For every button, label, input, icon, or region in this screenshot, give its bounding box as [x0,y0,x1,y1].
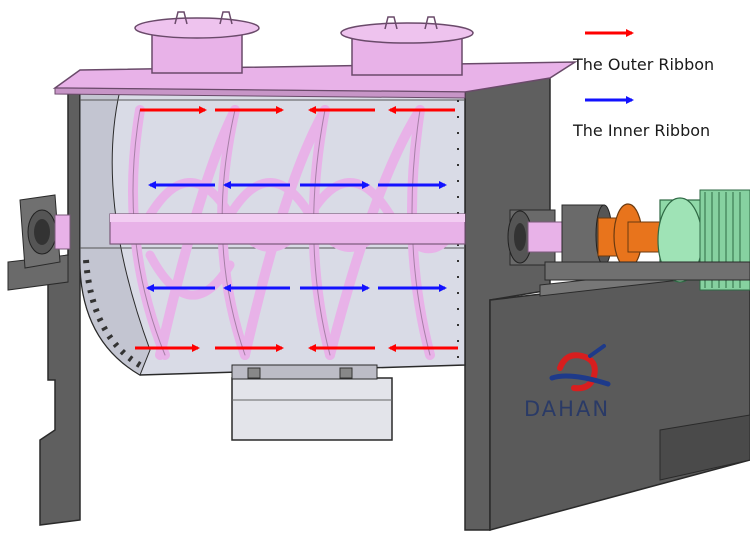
dahan-logo-icon [549,344,611,392]
right-support-frame [464,74,750,531]
top-cover [52,11,578,99]
brand-name: DAHAN [524,397,611,421]
main-shaft [109,213,466,245]
legend-inner-label: The Inner Ribbon [573,121,711,140]
left-support-frame [7,89,81,526]
discharge-valve [231,364,393,441]
inner-ribbon-flow-arrows [146,181,447,292]
legend-outer-label: The Outer Ribbon [573,55,715,74]
outer-ribbon-flow-arrows [135,106,458,352]
drive-assembly [507,189,750,291]
